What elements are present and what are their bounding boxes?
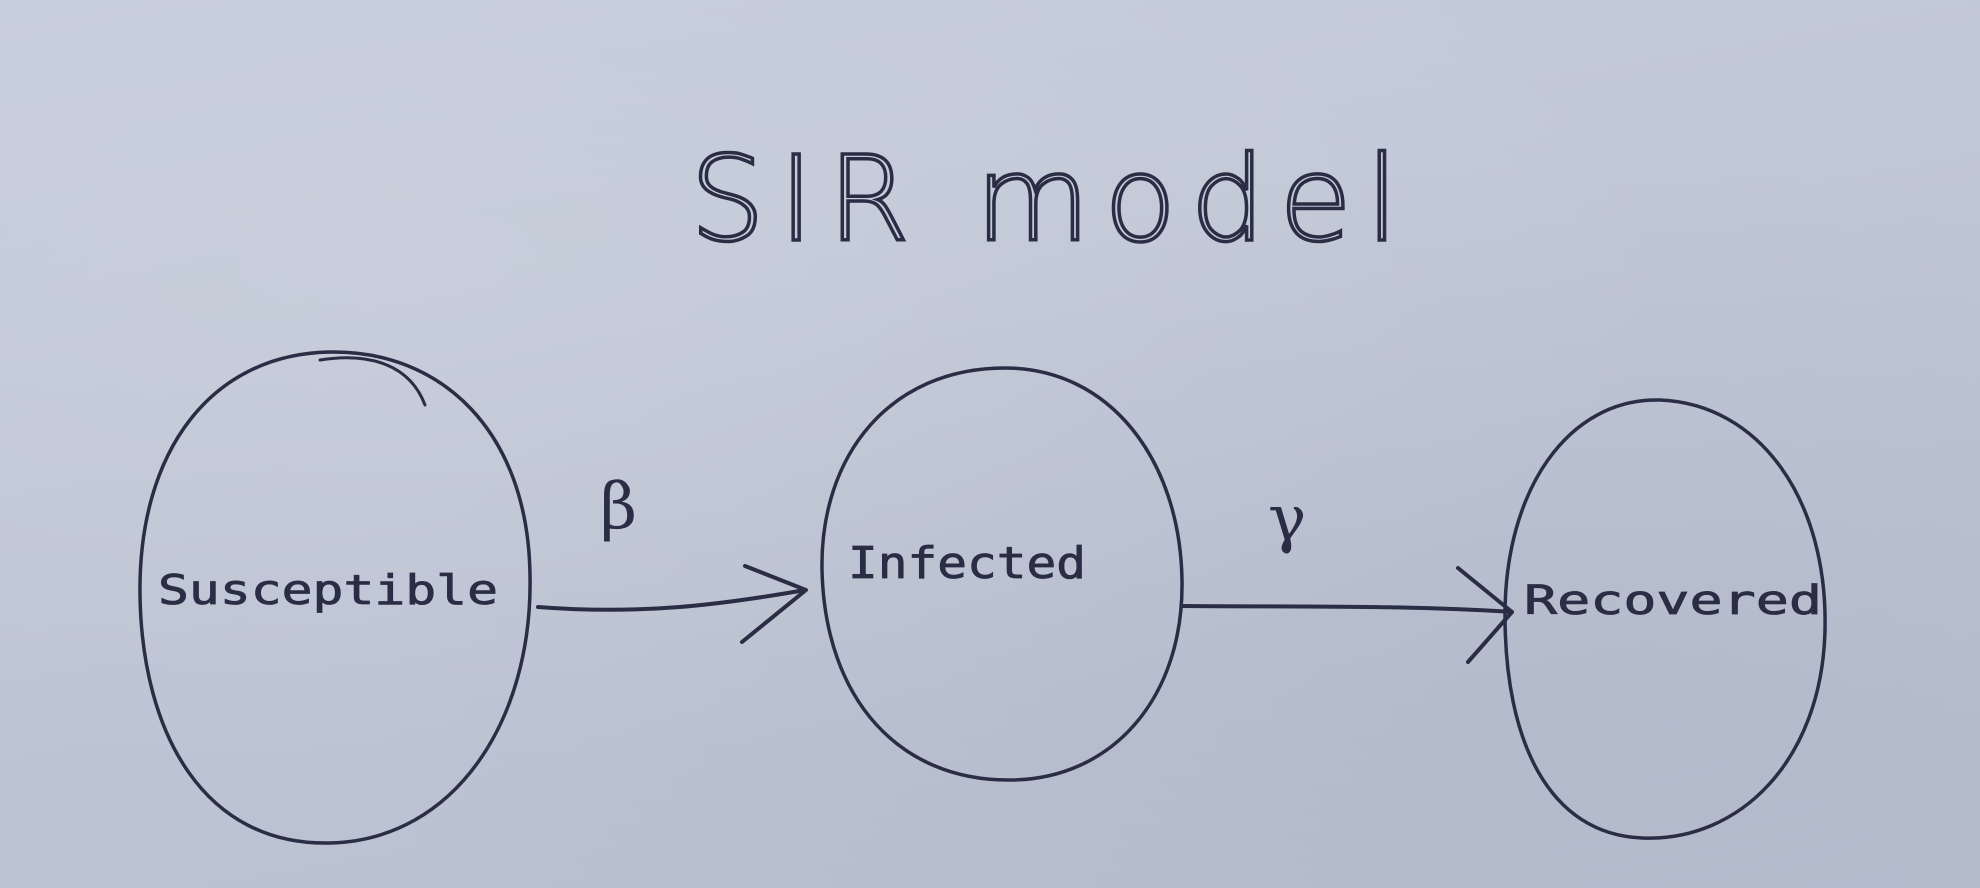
edge-infected-recovered: γ: [1180, 482, 1514, 664]
edge-susceptible-infected-arrowhead: [740, 564, 808, 644]
node-susceptible-pen-stroke: [318, 356, 427, 407]
node-susceptible-label: Susceptible: [158, 566, 498, 614]
node-susceptible: Susceptible: [138, 350, 532, 845]
node-recovered-circle: [1503, 398, 1827, 840]
node-recovered-label: Recovered: [1524, 578, 1822, 624]
edge-infected-recovered-rate: γ: [1268, 482, 1306, 556]
node-infected: Infected: [820, 366, 1184, 782]
edge-susceptible-infected-line: [536, 588, 807, 612]
edge-susceptible-infected: β: [536, 470, 808, 644]
edge-infected-recovered-arrowhead: [1456, 566, 1514, 664]
edge-infected-recovered-line: [1180, 604, 1514, 614]
edge-susceptible-infected-rate: β: [600, 470, 637, 544]
diagram-title: SIR model: [690, 130, 1413, 268]
node-infected-label: Infected: [848, 538, 1086, 589]
node-susceptible-circle: [138, 350, 532, 845]
node-infected-circle: [820, 366, 1184, 782]
node-recovered: Recovered: [1503, 398, 1827, 840]
